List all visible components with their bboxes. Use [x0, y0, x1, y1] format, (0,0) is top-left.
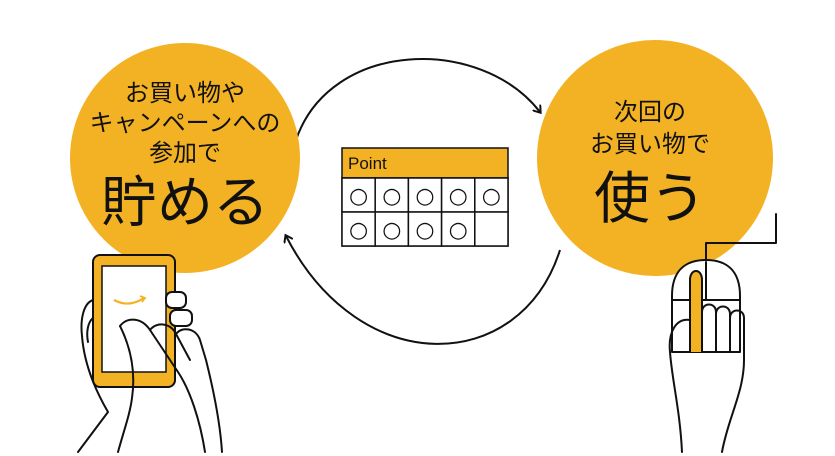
earn-line-3: 参加で: [149, 139, 221, 167]
stamp-mark: ○: [382, 184, 401, 209]
stamp-cell: [341, 211, 376, 247]
stamp-cell: [407, 211, 443, 247]
point-card-title: Point: [348, 154, 387, 173]
stamp-mark: ○: [415, 184, 434, 209]
use-line-1: 次回の: [614, 98, 686, 126]
earn-line-2: キャンペーンへの: [90, 109, 281, 137]
cycle-arrows-icon: [286, 58, 561, 345]
earn-circle-bg: [70, 43, 300, 273]
index-finger: [689, 270, 703, 353]
point-card: Point ○ ○ ○ ○ ○ ○ ○ ○ ○: [341, 147, 509, 247]
smile-logo-icon: [113, 297, 145, 305]
stamp-grid: ○ ○ ○ ○ ○ ○ ○ ○ ○: [341, 177, 509, 247]
use-circle: 次回の お買い物で 使う: [537, 40, 773, 276]
hand-on-mouse-icon: [668, 213, 777, 453]
stamp-mark: ○: [482, 184, 501, 209]
mouse-cable: [705, 213, 777, 263]
use-line-2: お買い物で: [590, 130, 710, 158]
stamp-cell: [374, 211, 410, 247]
stamp-mark: ○: [415, 218, 434, 243]
hand-holding-smartphone-icon: [77, 254, 223, 453]
use-circle-bg: [537, 40, 773, 276]
stamp-mark: ○: [449, 218, 468, 243]
stamp-mark: ○: [349, 218, 368, 243]
top-arc-arrow: [295, 58, 540, 141]
stamp-mark: ○: [382, 218, 401, 243]
earn-circle: お買い物や キャンペーンへの 参加で 貯める: [70, 43, 300, 273]
stamp-mark: ○: [449, 184, 468, 209]
bottom-arc-arrow: [286, 236, 561, 345]
earn-line-1: お買い物や: [125, 79, 245, 107]
point-card-header: [341, 147, 509, 179]
earn-big-text: 貯める: [101, 171, 269, 236]
use-big-text: 使う: [594, 167, 706, 232]
stamp-cell: [474, 177, 509, 213]
stamp-cell: [474, 211, 509, 247]
stamp-mark: ○: [349, 184, 368, 209]
